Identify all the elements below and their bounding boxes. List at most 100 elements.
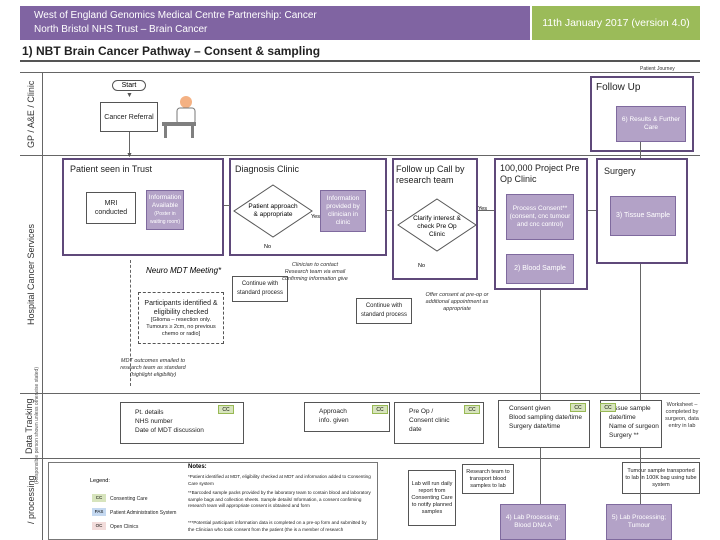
legend-chip-pas: PAS bbox=[92, 508, 106, 516]
worksheet-note: Worksheet – completed by surgeon, data e… bbox=[665, 402, 699, 429]
data-item: Name of surgeon bbox=[609, 423, 659, 430]
tissue-sample-box: 3) Tissue Sample bbox=[610, 196, 676, 236]
info-provided-box: Information provided by clinician in cli… bbox=[320, 190, 366, 232]
data-item: Pre Op / bbox=[409, 408, 434, 415]
data-item: Date of MDT discussion bbox=[135, 427, 204, 434]
lane-data-sub: (Responsible person shown unless otherwi… bbox=[34, 367, 40, 485]
participants-detail: [Glioma – resection only. Tumours ≥ 2cm,… bbox=[146, 316, 216, 337]
legend-title: Legend: bbox=[90, 478, 110, 484]
legend-chip-oc: OC bbox=[92, 522, 106, 530]
header-date: 11th January 2017 (version 4.0) bbox=[532, 6, 700, 40]
connector bbox=[588, 210, 596, 211]
notes-title: Notes: bbox=[188, 464, 207, 470]
cancer-referral-box: Cancer Referral bbox=[100, 102, 158, 132]
lane-hospital: Hospital Cancer Services bbox=[26, 223, 36, 325]
connector bbox=[540, 290, 541, 400]
legend-label: Consenting Care bbox=[110, 496, 148, 502]
title-divider bbox=[20, 60, 700, 62]
project-title: 100,000 Project Pre Op Clinic bbox=[500, 163, 580, 184]
continue-standard-box-2: Continue with standard process bbox=[356, 298, 412, 324]
note-line: **Barcoded sample packs provided by the … bbox=[188, 490, 371, 508]
lane-divider bbox=[20, 458, 700, 459]
patient-seen-title: Patient seen in Trust bbox=[70, 164, 153, 174]
transport-tumour-box: Tumour sample transported to lab in 100K… bbox=[622, 462, 700, 494]
patient-journey-label: Patient Journey bbox=[640, 66, 675, 72]
connector bbox=[640, 448, 641, 504]
lane-divider bbox=[20, 72, 700, 73]
cc-badge: CC bbox=[372, 405, 388, 414]
cc-badge: CC bbox=[570, 403, 586, 412]
data-item: NHS number bbox=[135, 418, 173, 425]
lane-divider bbox=[20, 155, 700, 156]
continue-standard-box: Continue with standard process bbox=[232, 276, 288, 302]
participants-label: Participants identified & eligibility ch… bbox=[144, 299, 218, 316]
lane-gp: GP / A&E / Clinic bbox=[26, 80, 36, 148]
legend-label: Open Clinics bbox=[110, 524, 139, 530]
legend-label: Patient Administration System bbox=[110, 510, 177, 516]
connector bbox=[640, 264, 641, 400]
yes-label: Yes bbox=[478, 206, 487, 212]
process-consent-box: Process Consent** (consent, cnc tumour a… bbox=[506, 194, 574, 240]
data-item: Approach bbox=[319, 408, 347, 415]
follow-up-title: Follow Up bbox=[596, 82, 641, 93]
lab-report-box: Lab will run daily report from Consentin… bbox=[408, 470, 456, 526]
diagnosis-panel bbox=[229, 158, 387, 256]
diagnosis-decision: Patient approach & appropriate bbox=[248, 203, 298, 218]
data-item: Pt. details bbox=[135, 409, 164, 416]
data-box-2: Approach info. given bbox=[304, 402, 390, 432]
no-label: No bbox=[264, 244, 272, 250]
header-line1: West of England Genomics Medical Centre … bbox=[34, 10, 317, 21]
data-item: Consent clinic bbox=[409, 417, 450, 424]
legend-chip-cc: CC bbox=[92, 494, 106, 502]
decision-diamond bbox=[233, 184, 313, 238]
no-label: No bbox=[418, 263, 426, 269]
data-item: info. given bbox=[319, 417, 349, 424]
data-item: date bbox=[409, 426, 422, 433]
cc-badge: CC bbox=[464, 405, 480, 414]
decision-diamond bbox=[397, 198, 477, 252]
data-box-5: Tissue sample date/time Name of surgeon … bbox=[600, 400, 662, 448]
results-box: 6) Results & Further Care bbox=[616, 106, 686, 142]
lane-header-divider bbox=[42, 72, 43, 540]
followup-call-panel bbox=[392, 158, 478, 280]
follow-up-panel bbox=[590, 76, 694, 152]
clinician-note: Clinician to contact Research team via e… bbox=[282, 262, 348, 282]
data-item: Blood sampling date/time bbox=[509, 414, 582, 421]
cc-badge: CC bbox=[600, 403, 616, 412]
surgery-panel bbox=[596, 158, 688, 264]
data-item: Consent given bbox=[509, 405, 551, 412]
project-panel bbox=[494, 158, 588, 290]
diagnosis-title: Diagnosis Clinic bbox=[235, 164, 300, 174]
header-line2: North Bristol NHS Trust – Brain Cancer bbox=[34, 24, 208, 35]
clinician-icon bbox=[162, 96, 196, 138]
lane-processing: / processing bbox=[26, 475, 36, 525]
participants-box: Participants identified & eligibility ch… bbox=[138, 292, 224, 344]
dashed-connector bbox=[130, 260, 132, 386]
arrow-down-icon: ▼ bbox=[126, 152, 133, 159]
header-left: West of England Genomics Medical Centre … bbox=[20, 6, 530, 40]
cc-badge: CC bbox=[218, 405, 234, 414]
arrow-down-icon: ▼ bbox=[126, 92, 133, 99]
connector bbox=[387, 210, 393, 211]
info-available-label: Information Available bbox=[148, 194, 182, 209]
note-line: *Patient identified at MDT, eligibility … bbox=[188, 474, 371, 486]
mdt-title: Neuro MDT Meeting* bbox=[146, 266, 222, 275]
mri-box: MRI conducted bbox=[86, 192, 136, 224]
mdt-note: MDT outcomes emailed to research team as… bbox=[120, 358, 186, 378]
yes-label: Yes bbox=[311, 214, 320, 220]
connector bbox=[478, 210, 494, 211]
lab-dna-box: 4) Lab Processing; Blood DNA A bbox=[500, 504, 566, 540]
data-item: Tissue sample date/time bbox=[609, 405, 651, 421]
start-node: Start bbox=[112, 80, 146, 91]
data-item: Surgery ** bbox=[609, 432, 639, 439]
page-title: 1) NBT Brain Cancer Pathway – Consent & … bbox=[22, 44, 321, 58]
surgery-title: Surgery bbox=[604, 166, 636, 176]
data-item: Surgery date/time bbox=[509, 423, 561, 430]
connector bbox=[540, 448, 541, 504]
note-line: ***Potential participant information dat… bbox=[188, 520, 367, 532]
info-available-box: Information Available (Poster in waiting… bbox=[146, 190, 184, 230]
header-bar: West of England Genomics Medical Centre … bbox=[20, 6, 700, 40]
research-transport-box: Research team to transport blood samples… bbox=[462, 464, 514, 494]
connector bbox=[129, 132, 130, 156]
followup-decision: Clarify interest & check Pre Op Clinic bbox=[413, 215, 461, 238]
